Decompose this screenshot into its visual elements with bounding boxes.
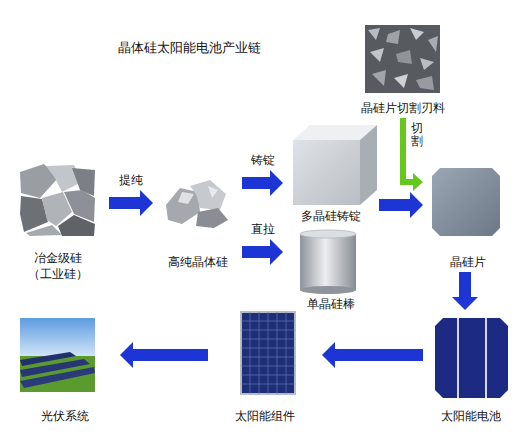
panel-row bbox=[20, 367, 95, 388]
cell bbox=[435, 318, 508, 398]
arrow-shaft bbox=[242, 177, 271, 189]
slurry-picture bbox=[365, 25, 440, 93]
node-caption: 晶硅片切割刃料 bbox=[361, 100, 445, 116]
stage-node: 冶金级硅 （工业硅） bbox=[9, 160, 107, 282]
chunk-highlight bbox=[208, 186, 218, 198]
grit bbox=[386, 30, 400, 44]
arrow-head bbox=[410, 192, 423, 218]
rock bbox=[58, 215, 95, 236]
flow-arrow bbox=[109, 190, 153, 216]
wafer bbox=[432, 168, 500, 236]
metallurgical-silicon-picture bbox=[20, 164, 95, 236]
rod-body bbox=[300, 234, 356, 290]
arrow-head bbox=[270, 239, 283, 265]
arrow-shaft bbox=[132, 349, 208, 361]
node-caption: 光伏系统 bbox=[41, 408, 89, 424]
module-grid bbox=[241, 312, 295, 394]
flow-arrow bbox=[242, 239, 283, 265]
busbar bbox=[457, 318, 459, 398]
arrow-shaft bbox=[334, 349, 423, 361]
grit bbox=[368, 28, 380, 40]
busbar bbox=[485, 318, 487, 398]
stage-node: 太阳能电池 bbox=[425, 312, 517, 424]
high-purity-silicon-picture bbox=[166, 180, 228, 228]
arrow-shaft bbox=[379, 199, 411, 211]
rock bbox=[26, 225, 62, 236]
stage-node: 晶硅片切割刃料 bbox=[355, 20, 450, 116]
flow-arrow bbox=[452, 272, 478, 310]
node-caption: 单晶硅棒 bbox=[307, 296, 355, 312]
arrow-shaft bbox=[109, 197, 141, 209]
arrow-head bbox=[270, 170, 283, 196]
solar-module-picture bbox=[241, 312, 295, 394]
slurry-ground bbox=[365, 25, 440, 93]
arrow-shaft bbox=[242, 246, 271, 258]
arrow-head bbox=[140, 190, 153, 216]
node-caption: 太阳能电池 bbox=[441, 408, 501, 424]
arrow-head bbox=[413, 173, 423, 191]
edge-label: 铸锭 bbox=[251, 153, 275, 168]
monocrystalline-rod-picture bbox=[300, 230, 356, 294]
cube-side bbox=[360, 125, 377, 205]
grit bbox=[428, 36, 438, 52]
grit bbox=[372, 70, 386, 86]
node-caption: 晶硅片 bbox=[450, 254, 486, 270]
stage-node: 高纯晶体硅 bbox=[155, 172, 240, 270]
diagram-title: 晶体硅太阳能电池产业链 bbox=[118, 40, 261, 56]
chunk-highlight bbox=[178, 192, 194, 204]
edge-label: 直拉 bbox=[251, 222, 275, 237]
solar-cell-picture bbox=[435, 318, 508, 398]
node-caption: 冶金级硅 （工业硅） bbox=[9, 250, 107, 282]
arrow-head bbox=[322, 342, 335, 368]
arrow-shaft bbox=[459, 272, 471, 298]
wafer-picture bbox=[432, 168, 500, 236]
stage-node: 单晶硅棒 bbox=[285, 226, 377, 312]
grit bbox=[396, 50, 412, 64]
node-caption: 高纯晶体硅 bbox=[168, 254, 228, 270]
arrow-head bbox=[452, 297, 478, 310]
flow-arrow bbox=[403, 118, 423, 191]
edge-label: 切割 bbox=[411, 122, 423, 148]
rod-top bbox=[300, 230, 356, 238]
chunk bbox=[166, 188, 200, 224]
grit bbox=[410, 28, 424, 40]
sky bbox=[20, 318, 95, 358]
grit bbox=[370, 48, 384, 62]
stage-node: 太阳能组件 bbox=[210, 305, 320, 424]
stage-node: 多晶硅铸锭 bbox=[285, 120, 377, 224]
node-caption: 太阳能组件 bbox=[235, 408, 295, 424]
rod-bottom bbox=[300, 286, 356, 294]
grit bbox=[416, 76, 434, 90]
stage-node: 光伏系统 bbox=[12, 312, 118, 424]
flow-arrow bbox=[242, 170, 283, 196]
flow-arrow bbox=[120, 342, 208, 368]
chunk bbox=[190, 180, 226, 210]
grit bbox=[394, 74, 408, 88]
multicrystalline-ingot-picture bbox=[293, 125, 377, 205]
flow-arrow bbox=[379, 192, 423, 218]
module bbox=[241, 312, 295, 394]
grit bbox=[420, 58, 434, 70]
edge-label: 提纯 bbox=[119, 173, 143, 188]
cube-front bbox=[293, 140, 360, 205]
arrow-head bbox=[120, 342, 133, 368]
rock bbox=[64, 190, 95, 222]
node-caption: 多晶硅铸锭 bbox=[301, 208, 361, 224]
flow-arrow bbox=[322, 342, 423, 368]
chunk bbox=[196, 208, 228, 228]
stage-node: 晶硅片 bbox=[425, 160, 510, 270]
pv-system-picture bbox=[20, 318, 95, 392]
